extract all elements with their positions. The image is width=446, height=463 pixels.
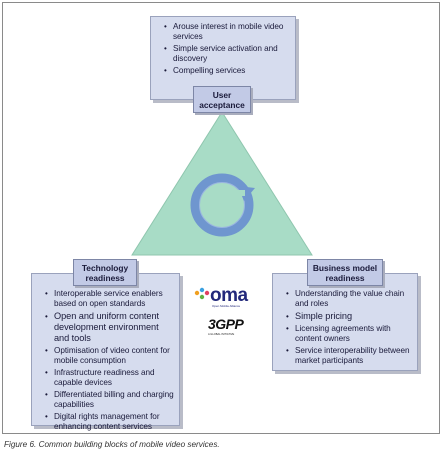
business-model-readiness-box: Understanding the value chain and roles … — [272, 273, 418, 371]
3gpp-logo: 3GPP A GLOBAL INITIATIVE — [208, 316, 248, 340]
figure-caption: Figure 6. Common building blocks of mobi… — [4, 440, 220, 449]
list-item: Licensing agreements with content owners — [286, 324, 412, 344]
oma-logo-icon — [194, 287, 210, 300]
cycle-arrow-icon — [190, 173, 255, 237]
list-item: Simple pricing — [286, 311, 412, 322]
user-acceptance-list: Arouse interest in mobile video services… — [159, 22, 289, 76]
3gpp-logo-subtext: A GLOBAL INITIATIVE — [208, 333, 235, 336]
list-item: Compelling services — [164, 66, 289, 76]
technology-readiness-box: Interoperable service enablers based on … — [31, 273, 180, 431]
user-acceptance-label: User acceptance — [193, 86, 251, 113]
list-item: Differentiated billing and charging capa… — [45, 390, 174, 410]
list-item: Digital rights management for enhancing … — [45, 412, 174, 432]
list-item: Service interoperability between market … — [286, 346, 412, 366]
list-item: Infrastructure readiness and capable dev… — [45, 368, 174, 388]
triangle — [131, 111, 313, 256]
business-model-readiness-list: Understanding the value chain and roles … — [281, 289, 412, 366]
oma-logo: oma Open Mobile Alliance — [188, 285, 258, 308]
oma-logo-subtext: Open Mobile Alliance — [212, 304, 241, 308]
list-item: Understanding the value chain and roles — [286, 289, 412, 309]
list-item: Simple service activation and discovery — [164, 44, 289, 64]
list-item: Interoperable service enablers based on … — [45, 289, 174, 309]
business-model-readiness-label: Business model readiness — [307, 259, 383, 286]
technology-readiness-label: Technology readiness — [73, 259, 137, 286]
list-item: Open and uniform content development env… — [45, 311, 174, 344]
oma-logo-text: oma — [210, 285, 248, 306]
list-item: Optimisation of video content for mobile… — [45, 346, 174, 366]
technology-readiness-list: Interoperable service enablers based on … — [40, 289, 174, 432]
list-item: Arouse interest in mobile video services — [164, 22, 289, 42]
3gpp-logo-text: 3GPP — [208, 316, 244, 332]
